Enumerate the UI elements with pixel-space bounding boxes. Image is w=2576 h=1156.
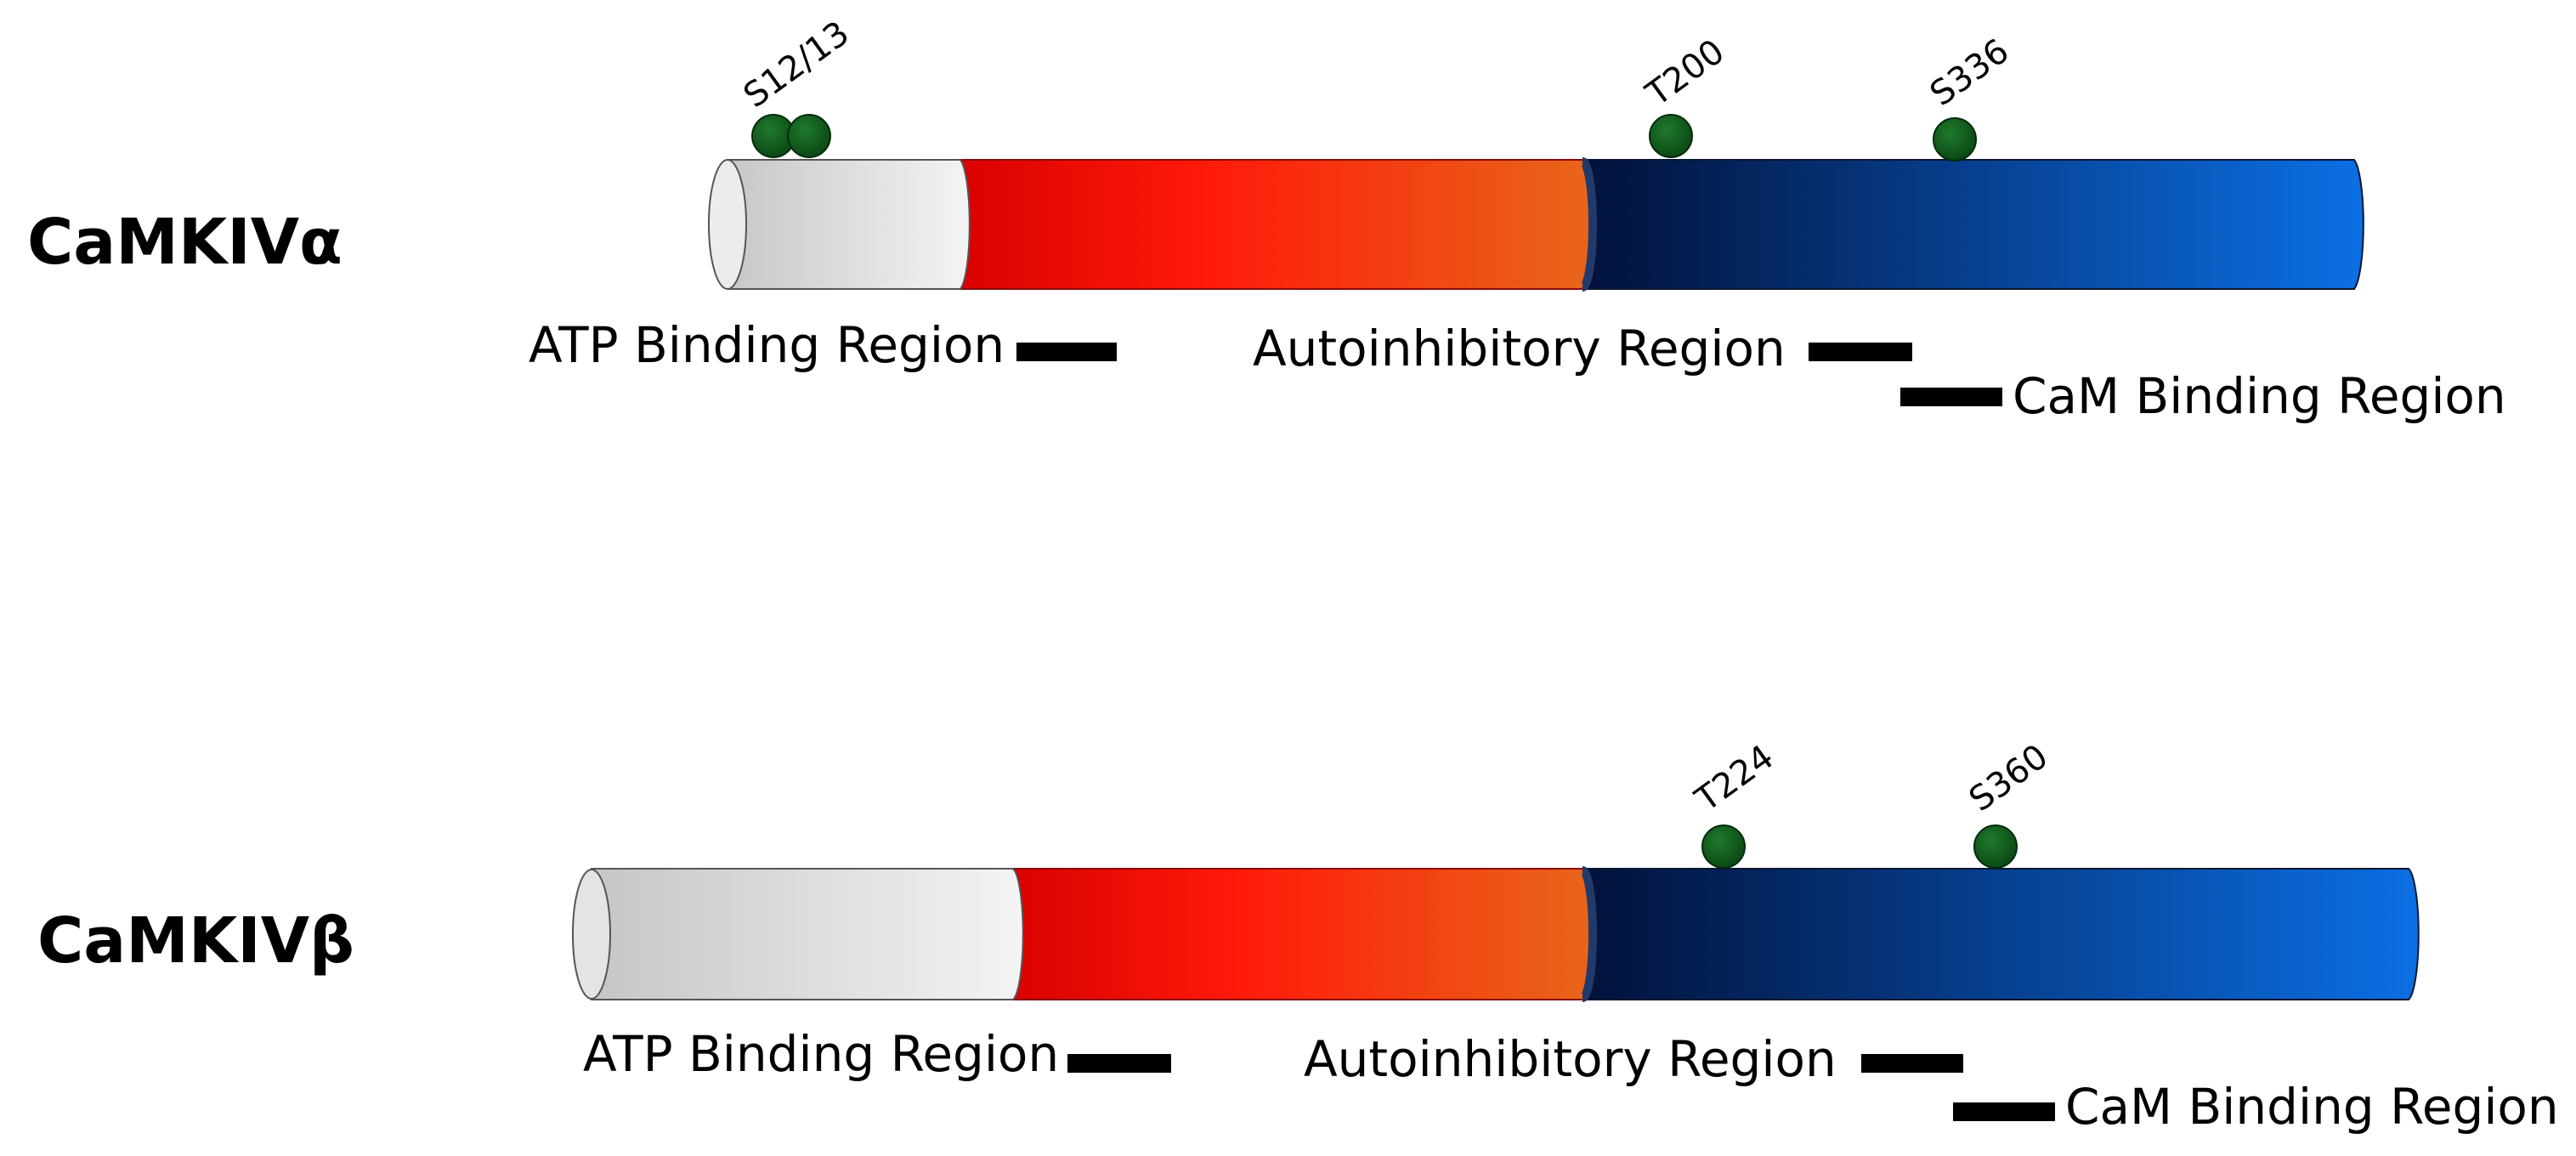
isoform-alpha: CaMKIVα S12/13 T200 S336 ATP Binding Reg… — [27, 14, 2506, 425]
beta-autoinhibitory-region-label: Autoinhibitory Region — [1304, 1030, 1837, 1088]
alpha-site-t200-marker — [1649, 114, 1693, 158]
alpha-kinase-rim — [1580, 157, 1597, 292]
beta-site-t224-marker — [1701, 824, 1746, 869]
beta-site-label-s360: S360 — [1962, 737, 2055, 819]
alpha-site-label-s12-13: S12/13 — [737, 14, 857, 116]
alpha-atp-region-bar — [1016, 343, 1117, 361]
alpha-kinase-domain — [950, 159, 1593, 290]
alpha-cam-binding-region-bar — [1900, 388, 2002, 406]
alpha-autoinhibitory-region-label: Autoinhibitory Region — [1253, 320, 1786, 377]
beta-autoinhibitory-region-bar — [1861, 1054, 1963, 1073]
alpha-site-s13-marker — [787, 114, 831, 158]
beta-regulatory-domain — [1571, 868, 2420, 1000]
alpha-site-label-s336: S336 — [1923, 31, 2016, 114]
isoform-beta: CaMKIVβ T224 S360 ATP Binding Region Aut… — [37, 737, 2559, 1136]
alpha-cylinder-end-cap — [708, 159, 747, 290]
alpha-protein-cylinder — [708, 157, 2364, 292]
alpha-site-s336-marker — [1933, 117, 1977, 162]
alpha-n-terminal-segment — [711, 159, 971, 290]
alpha-atp-region-label: ATP Binding Region — [529, 316, 1005, 374]
beta-protein-cylinder — [572, 866, 2420, 1002]
beta-kinase-domain — [1002, 868, 1594, 1000]
alpha-autoinhibitory-region-bar — [1809, 343, 1912, 361]
beta-site-s360-marker — [1973, 824, 2018, 869]
beta-cam-binding-region-label: CaM Binding Region — [2065, 1078, 2559, 1136]
beta-site-label-t224: T224 — [1688, 738, 1781, 820]
beta-atp-region-label: ATP Binding Region — [583, 1025, 1059, 1083]
beta-cylinder-end-cap — [572, 869, 611, 1000]
beta-atp-region-bar — [1067, 1054, 1171, 1073]
beta-kinase-rim — [1580, 866, 1597, 1002]
isoform-alpha-title: CaMKIVα — [27, 206, 343, 279]
beta-cam-binding-region-bar — [1953, 1102, 2055, 1121]
isoform-beta-title: CaMKIVβ — [37, 904, 354, 978]
alpha-cam-binding-region-label: CaM Binding Region — [2013, 367, 2506, 425]
alpha-site-label-t200: T200 — [1639, 32, 1731, 115]
alpha-regulatory-domain — [1572, 159, 2364, 290]
beta-n-terminal-segment — [575, 868, 1024, 1000]
